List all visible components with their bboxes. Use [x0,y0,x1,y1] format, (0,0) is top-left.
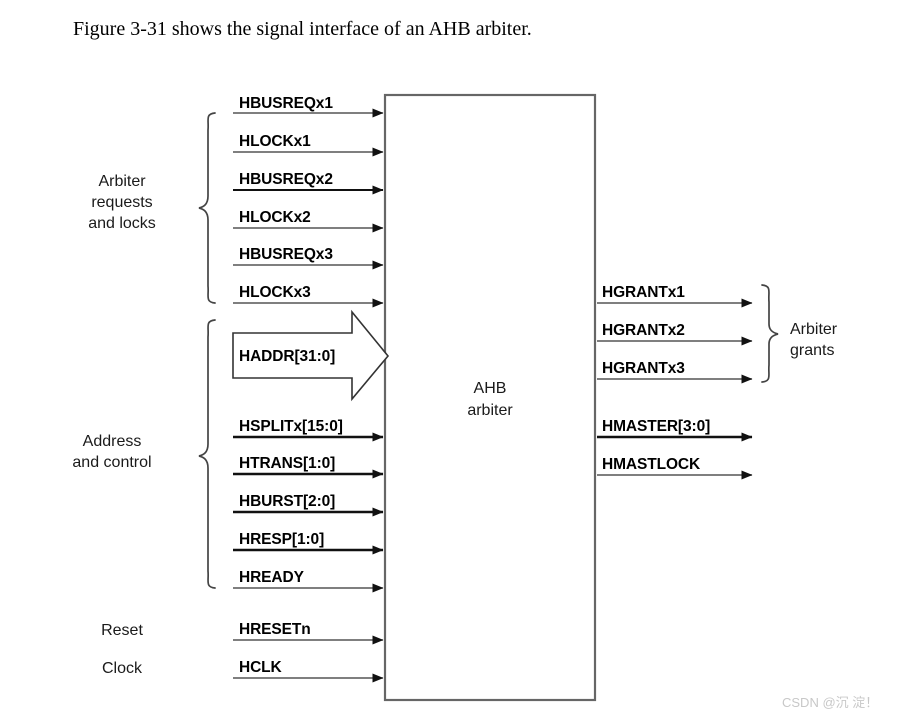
ahb-arbiter-label-line2: arbiter [467,402,513,419]
output-signal-lines [597,298,753,480]
signal-label-hresp: HRESP[1:0] [239,531,325,548]
signal-label-hbusreqx3: HBUSREQx3 [239,246,333,263]
signal-label-hgrantx3: HGRANTx3 [602,360,685,377]
group-grants-line1: Arbiter [790,321,838,338]
signal-label-hgrantx1: HGRANTx1 [602,284,685,301]
group-address-line1: Address [82,433,142,450]
group-label-address-and-control: Address and control [12,431,212,473]
signal-label-hbusreqx1: HBUSREQx1 [239,95,333,112]
brace-requests-locks [198,112,216,304]
group-requests-line1: Arbiter [98,173,146,190]
brace-arbiter-grants [761,284,779,383]
signal-label-hclk: HCLK [239,659,282,676]
group-label-arbiter-grants: Arbiter grants [790,319,898,361]
signal-label-hbusreqx2: HBUSREQx2 [239,171,333,188]
signal-label-hlockx1: HLOCKx1 [239,133,311,150]
group-requests-line2: requests [91,194,153,211]
signal-label-hlockx3: HLOCKx3 [239,284,311,301]
signal-label-hsplitx: HSPLITx[15:0] [239,418,343,435]
group-requests-line3: and locks [88,215,156,232]
figure-caption: Figure 3-31 shows the signal interface o… [73,18,532,40]
brace-address-control [198,319,216,589]
signal-label-hgrantx2: HGRANTx2 [602,322,685,339]
csdn-watermark: CSDN @沉 淀！ [782,695,879,710]
group-label-clock: Clock [101,660,142,677]
group-address-line2: and control [72,454,152,471]
signal-label-htrans: HTRANS[1:0] [239,455,336,472]
ahb-arbiter-block-label: AHB arbiter [385,378,595,422]
group-label-arbiter-requests-and-locks: Arbiter requests and locks [22,171,222,234]
ahb-arbiter-label-line1: AHB [473,380,507,397]
group-label-reset: Reset [101,622,143,639]
group-grants-line2: grants [790,342,835,359]
signal-label-hburst: HBURST[2:0] [239,493,336,510]
signal-label-hready: HREADY [239,569,304,586]
signal-label-hmaster: HMASTER[3:0] [602,418,711,435]
signal-label-hresetn: HRESETn [239,621,311,638]
input-signal-lines [233,108,384,683]
haddr-block-arrow [232,309,390,402]
signal-label-hmastlock: HMASTLOCK [602,456,701,473]
ahb-arbiter-block [383,93,597,702]
signal-label-hlockx2: HLOCKx2 [239,209,311,226]
signal-label-haddr: HADDR[31:0] [239,348,336,365]
